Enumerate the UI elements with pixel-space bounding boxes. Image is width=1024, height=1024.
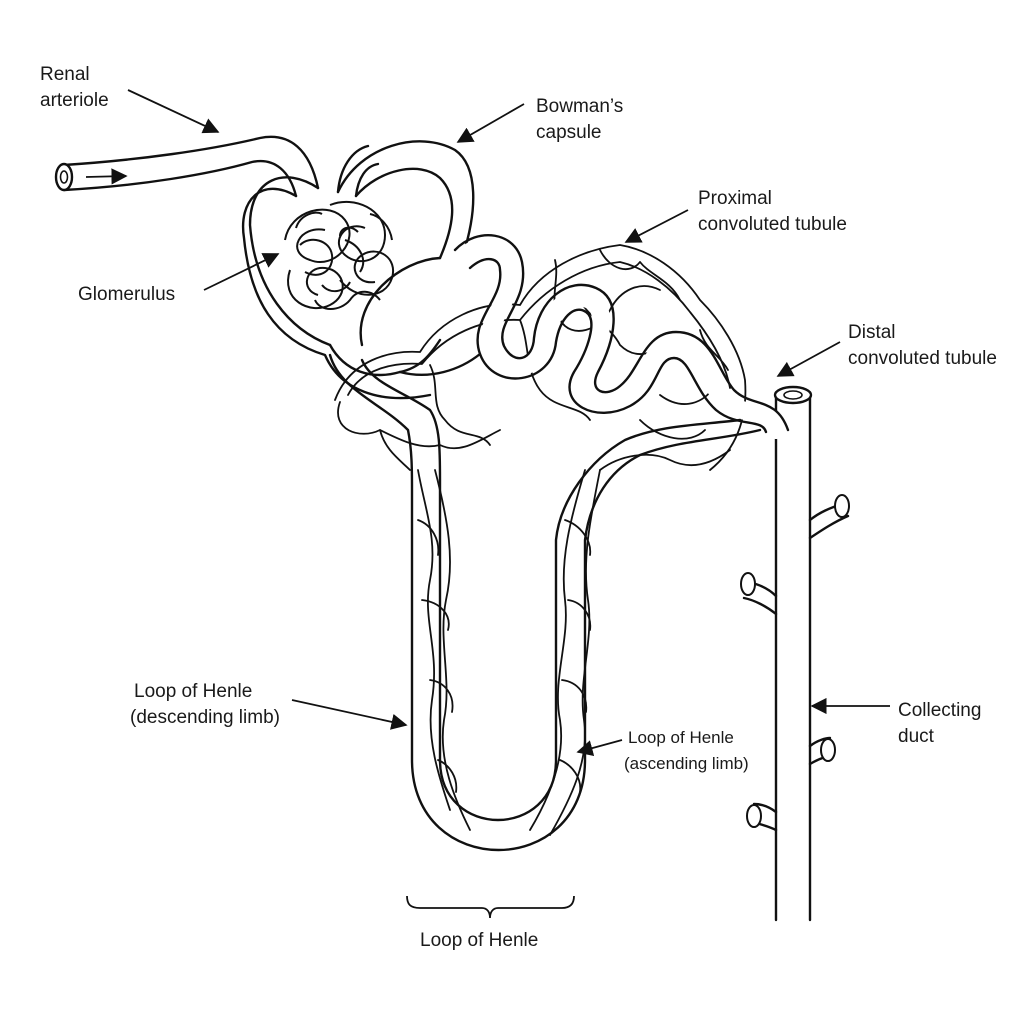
glomerulus-structure: [284, 200, 395, 310]
convoluted-tubule: [398, 234, 790, 439]
label-proximal-tubule: Proximal convoluted tubule: [698, 188, 847, 235]
label-collecting-duct: Collecting duct: [898, 700, 987, 747]
loop-of-henle-structure: [328, 353, 762, 851]
label-loop-of-henle: Loop of Henle: [420, 930, 538, 951]
label-glomerulus: Glomerulus: [78, 284, 175, 305]
label-distal-tubule: Distal convoluted tubule: [848, 322, 997, 369]
pointer-lines: [127, 89, 890, 919]
label-renal-arteriole: Renal arteriole: [40, 64, 109, 111]
labels: Renal arteriole Bowman’s capsule Glomeru…: [40, 64, 997, 951]
bowmans-capsule-structure: [241, 140, 475, 400]
peritubular-capillaries: [334, 244, 747, 836]
collecting-duct-structure: [740, 385, 850, 922]
renal-arteriole-vessel: [54, 135, 380, 198]
label-bowmans-capsule: Bowman’s capsule: [536, 96, 629, 143]
label-descending-limb: Loop of Henle (descending limb): [130, 681, 280, 728]
label-ascending-limb: Loop of Henle (ascending limb): [624, 728, 749, 773]
